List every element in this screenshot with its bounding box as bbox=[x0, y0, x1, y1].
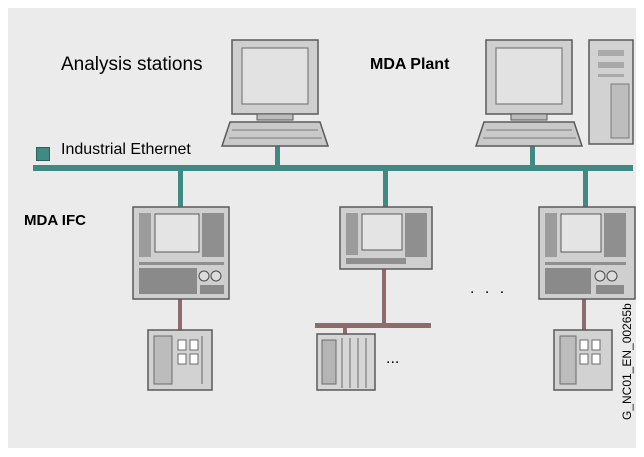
industrial-ethernet-label: Industrial Ethernet bbox=[61, 141, 191, 158]
analysis-stations-label: Analysis stations bbox=[61, 54, 203, 75]
more-nodes-ellipsis: . . . bbox=[470, 280, 508, 297]
device-link-panel2 bbox=[382, 268, 386, 326]
ethernet-drop-panel3 bbox=[583, 168, 588, 208]
device-link-panel1 bbox=[178, 298, 182, 330]
operator-panel-icon bbox=[132, 206, 230, 300]
server-tower-icon bbox=[588, 39, 634, 145]
ethernet-drop-pc1 bbox=[275, 144, 280, 168]
pc-workstation-icon bbox=[474, 39, 584, 147]
mda-ifc-label: MDA IFC bbox=[24, 212, 86, 229]
figure-code-label: G_NC01_EN_00265b bbox=[620, 303, 634, 420]
ethernet-drop-panel1 bbox=[178, 168, 183, 208]
ethernet-drop-panel2 bbox=[383, 168, 388, 208]
io-rack-icon bbox=[553, 329, 613, 391]
ethernet-drop-pc2 bbox=[530, 144, 535, 168]
device-link-panel3 bbox=[582, 298, 586, 330]
operator-panel-icon bbox=[538, 206, 636, 300]
field-bus bbox=[315, 323, 431, 328]
plc-rack-icon bbox=[316, 333, 376, 391]
operator-panel-icon bbox=[339, 206, 433, 270]
industrial-ethernet-bus bbox=[33, 165, 633, 171]
pc-workstation-icon bbox=[220, 39, 330, 147]
field-bus-drop bbox=[343, 326, 347, 334]
more-io-ellipsis: ... bbox=[386, 350, 400, 367]
mda-plant-label: MDA Plant bbox=[370, 56, 450, 73]
ethernet-legend-icon bbox=[36, 147, 50, 161]
io-rack-icon bbox=[147, 329, 213, 391]
